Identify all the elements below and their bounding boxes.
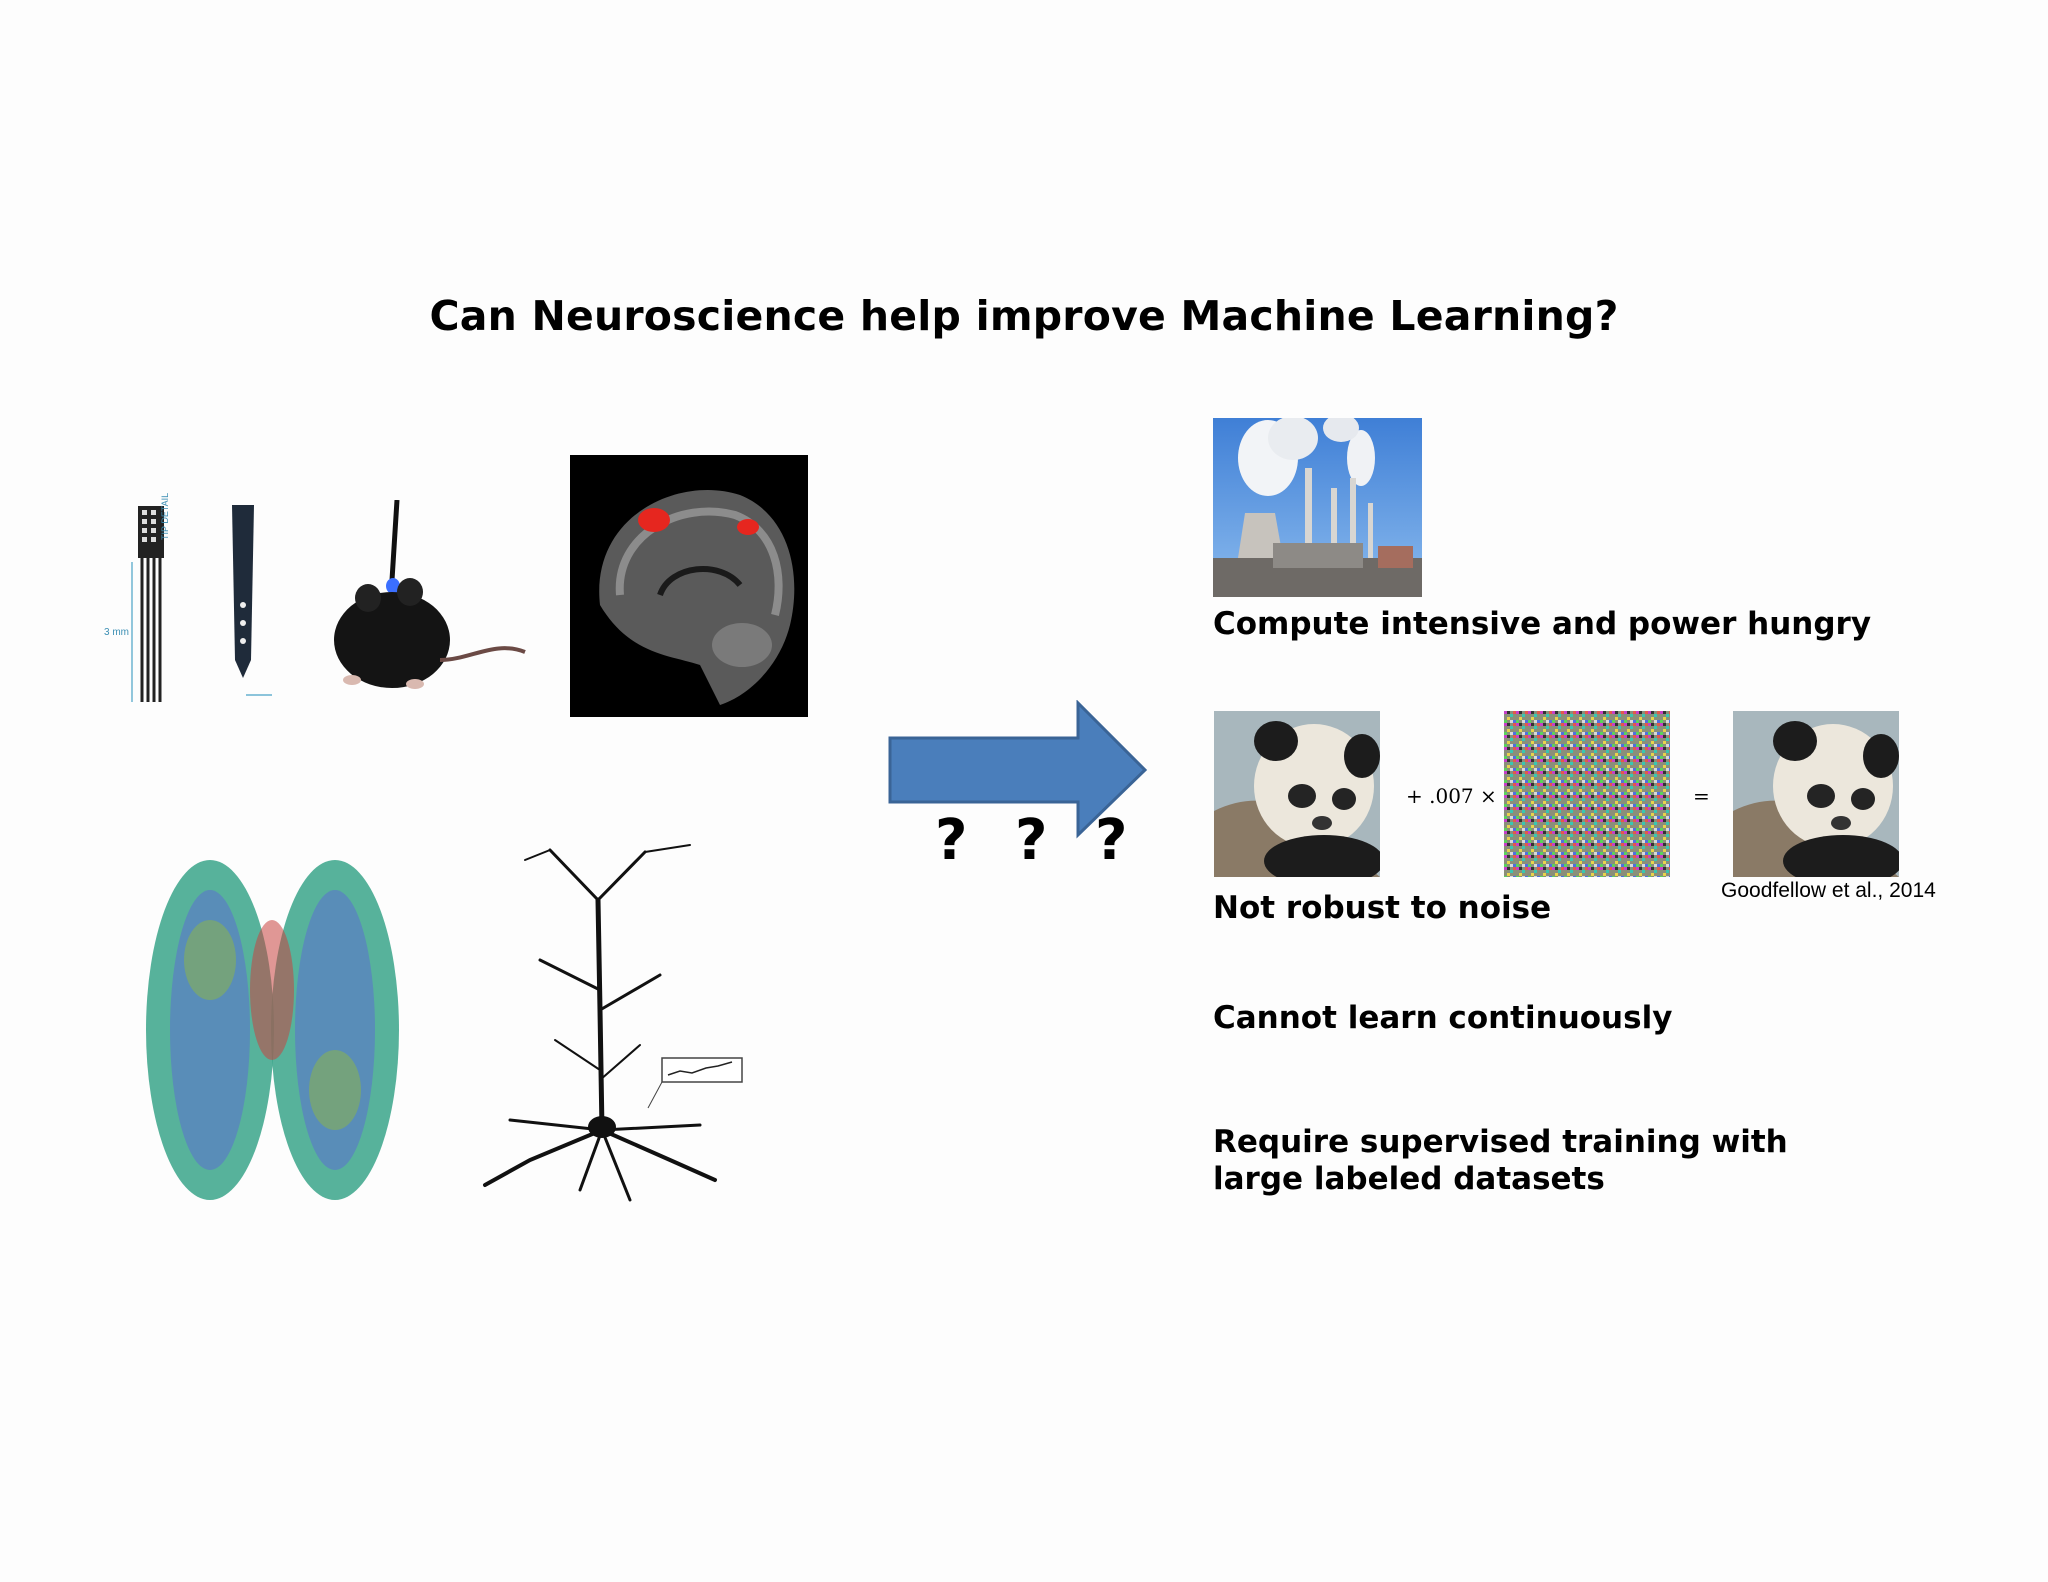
panda-icon bbox=[1214, 711, 1380, 877]
issue-label-power: Compute intensive and power hungry bbox=[1213, 606, 1872, 642]
dti-tractography-icon bbox=[146, 860, 399, 1200]
pyramidal-neuron-icon bbox=[483, 844, 743, 1202]
silicon-probe-icon bbox=[131, 505, 272, 702]
issue-label-continual: Cannot learn continuously bbox=[1213, 1000, 1673, 1036]
panda-adversarial-icon bbox=[1733, 711, 1899, 877]
mouse-optogenetics-icon bbox=[334, 500, 526, 689]
operator-plus: + .007 × bbox=[1406, 784, 1497, 808]
issue-label-supervised-line2: large labeled datasets bbox=[1213, 1161, 1605, 1197]
issue-label-noise: Not robust to noise bbox=[1213, 890, 1552, 926]
probe-tip-label: TIP DETAIL bbox=[160, 492, 170, 540]
question-marks: ? ? ? bbox=[935, 808, 1142, 873]
issue-label-supervised: Require supervised training with large l… bbox=[1213, 1124, 1788, 1198]
citation-goodfellow: Goodfellow et al., 2014 bbox=[1721, 879, 1936, 902]
operator-equals: = bbox=[1693, 784, 1710, 808]
issue-label-supervised-line1: Require supervised training with bbox=[1213, 1124, 1788, 1160]
power-plant-icon bbox=[1213, 418, 1422, 597]
probe-scale-label: 3 mm bbox=[104, 627, 129, 638]
noise-pattern-icon bbox=[1504, 711, 1670, 877]
right-arrow-icon bbox=[888, 700, 1148, 839]
slide-title: Can Neuroscience help improve Machine Le… bbox=[429, 292, 1619, 340]
fmri-brain-scan-icon bbox=[570, 455, 808, 717]
